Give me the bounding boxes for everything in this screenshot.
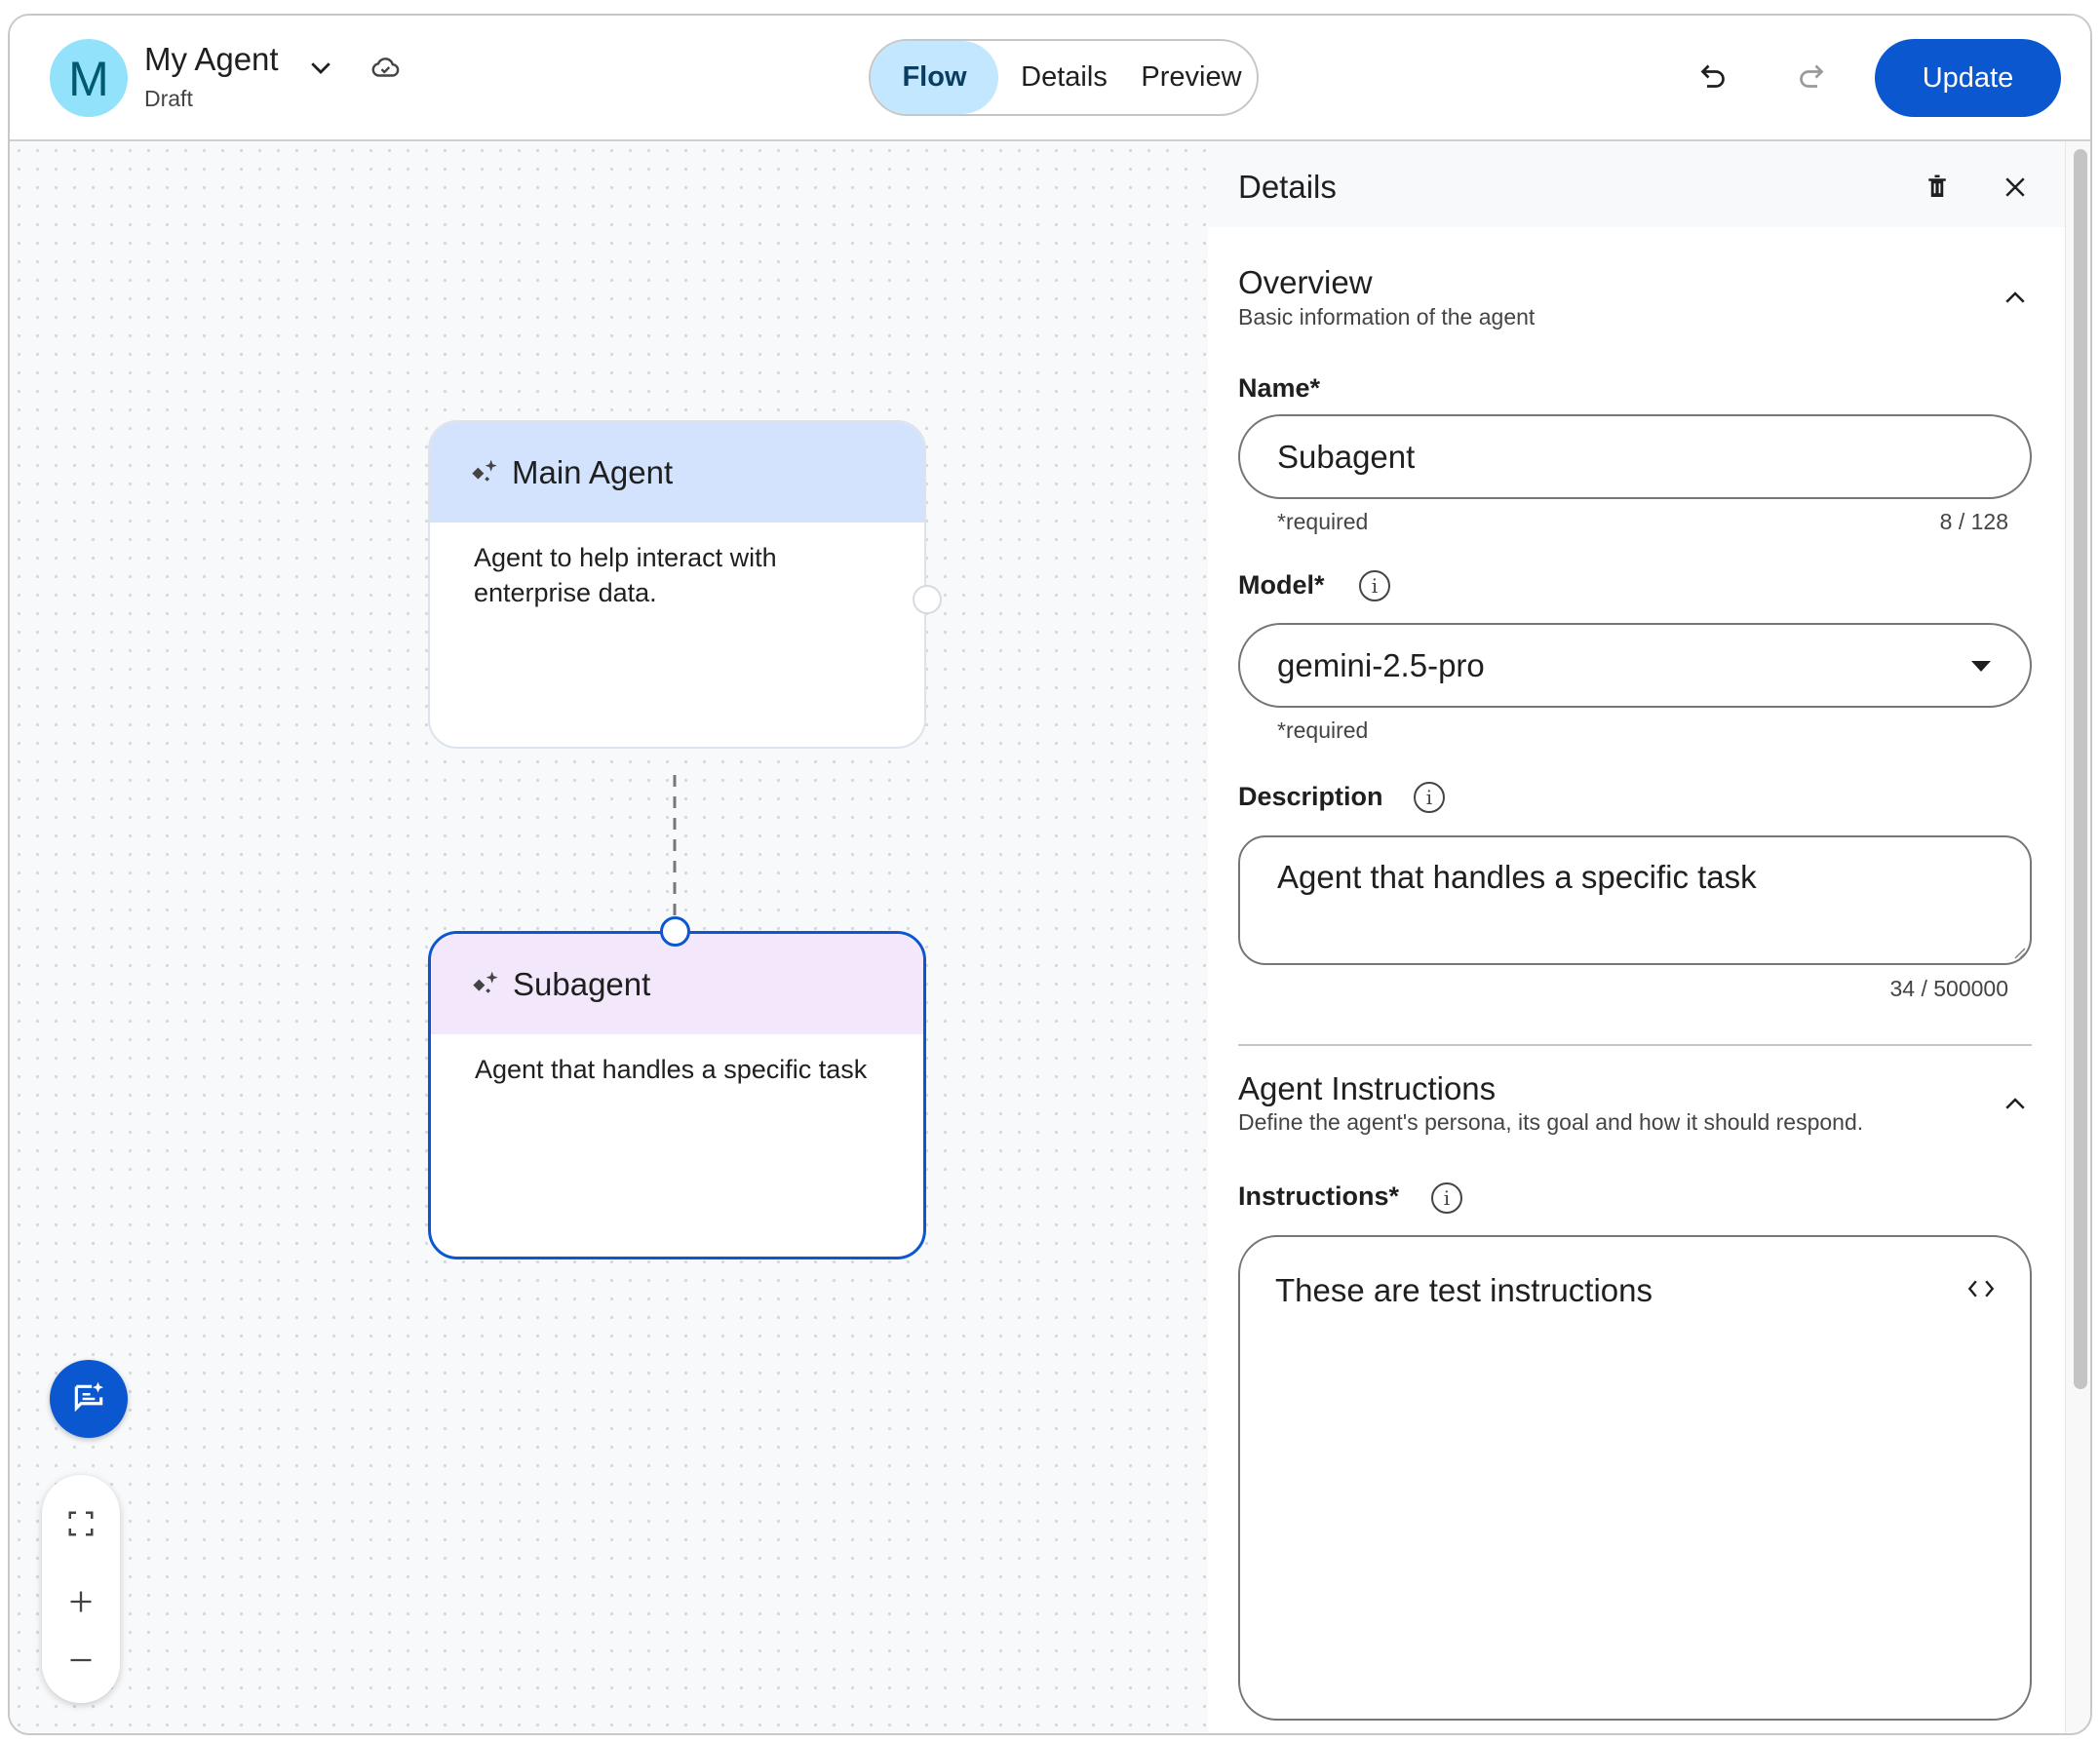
- panel-header: Details: [1208, 141, 2065, 227]
- info-icon[interactable]: i: [1414, 782, 1445, 813]
- update-button[interactable]: Update: [1875, 39, 2061, 117]
- resize-handle-icon[interactable]: [2010, 944, 2026, 959]
- node-header: Main Agent: [430, 422, 924, 523]
- name-char-count: 8 / 128: [1939, 509, 2008, 534]
- description-char-count: 34 / 500000: [1889, 976, 2008, 1001]
- chevron-up-icon[interactable]: [2001, 1090, 2030, 1119]
- instructions-editor[interactable]: These are test instructions: [1238, 1235, 2032, 1721]
- node-subagent[interactable]: Subagent Agent that handles a specific t…: [428, 931, 926, 1259]
- code-view-icon[interactable]: [1965, 1276, 1997, 1301]
- avatar[interactable]: M: [50, 39, 128, 117]
- agent-name: My Agent: [144, 41, 279, 77]
- input-handle[interactable]: [660, 916, 690, 947]
- instructions-section-title: Agent Instructions: [1238, 1070, 1497, 1106]
- instructions-label: Instructions*: [1238, 1181, 1400, 1211]
- ai-assist-button[interactable]: [50, 1360, 128, 1438]
- chat-sparkle-icon: [74, 1381, 104, 1413]
- model-helper: *required: [1277, 717, 1369, 743]
- overview-subtitle: Basic information of the agent: [1238, 304, 1536, 329]
- flow-canvas[interactable]: Main Agent Agent to help interact with e…: [10, 141, 1208, 1733]
- node-main-agent[interactable]: Main Agent Agent to help interact with e…: [428, 420, 926, 749]
- description-value: Agent that handles a specific task: [1277, 859, 1757, 895]
- fullscreen-icon: [68, 1511, 94, 1536]
- cloud-saved-icon: [371, 58, 400, 77]
- tab-preview[interactable]: Preview: [1141, 61, 1242, 93]
- trash-icon[interactable]: [1923, 173, 1952, 202]
- view-switcher: Flow Details Preview: [869, 39, 1259, 116]
- top-bar: M My Agent Draft Flow Details Preview Up…: [10, 16, 2090, 141]
- tab-details[interactable]: Details: [1021, 61, 1108, 93]
- instructions-value: These are test instructions: [1275, 1272, 1653, 1308]
- chevron-up-icon[interactable]: [2001, 284, 2030, 313]
- zoom-controls: [42, 1475, 120, 1703]
- section-divider: [1238, 1044, 2032, 1046]
- sparkle-icon: [473, 971, 498, 993]
- minus-icon: [70, 1658, 92, 1662]
- model-label: Model*: [1238, 570, 1325, 600]
- description-label: Description: [1238, 782, 1383, 811]
- info-icon[interactable]: i: [1359, 570, 1390, 601]
- connector-edge: [673, 775, 677, 921]
- dropdown-arrow-icon: [1971, 661, 1991, 672]
- instructions-section-subtitle: Define the agent's persona, its goal and…: [1238, 1109, 1864, 1135]
- panel-title: Details: [1238, 169, 1337, 205]
- name-helper: *required: [1277, 509, 1369, 534]
- details-panel: Details Overview Basic information of th…: [1208, 141, 2065, 1733]
- sparkle-icon: [472, 459, 497, 482]
- node-header: Subagent: [431, 934, 923, 1034]
- tab-flow[interactable]: Flow: [871, 41, 998, 114]
- output-handle[interactable]: [913, 585, 942, 614]
- node-description: Agent to help interact with enterprise d…: [474, 543, 777, 607]
- description-textarea[interactable]: Agent that handles a specific task: [1238, 835, 2032, 965]
- agent-status: Draft: [144, 86, 193, 111]
- panel-scrollbar[interactable]: [2065, 141, 2090, 1733]
- node-title: Subagent: [513, 965, 651, 1002]
- overview-title: Overview: [1238, 264, 1373, 300]
- redo-icon[interactable]: [1794, 58, 1829, 94]
- chevron-down-icon[interactable]: [306, 53, 335, 82]
- zoom-in-button[interactable]: [42, 1568, 120, 1636]
- name-label: Name*: [1238, 373, 1321, 403]
- info-icon[interactable]: i: [1431, 1182, 1462, 1214]
- close-icon[interactable]: [2001, 173, 2030, 202]
- node-title: Main Agent: [512, 453, 674, 490]
- fit-view-button[interactable]: [42, 1490, 120, 1558]
- app-window: M My Agent Draft Flow Details Preview Up…: [8, 14, 2092, 1735]
- plus-icon: [70, 1591, 92, 1612]
- undo-icon[interactable]: [1695, 58, 1731, 94]
- name-input[interactable]: Subagent: [1238, 414, 2032, 499]
- node-description: Agent that handles a specific task: [475, 1055, 868, 1084]
- zoom-out-button[interactable]: [42, 1626, 120, 1694]
- model-selected-value: gemini-2.5-pro: [1277, 646, 1485, 683]
- scrollbar-thumb[interactable]: [2074, 149, 2087, 1389]
- model-select[interactable]: gemini-2.5-pro: [1238, 623, 2032, 708]
